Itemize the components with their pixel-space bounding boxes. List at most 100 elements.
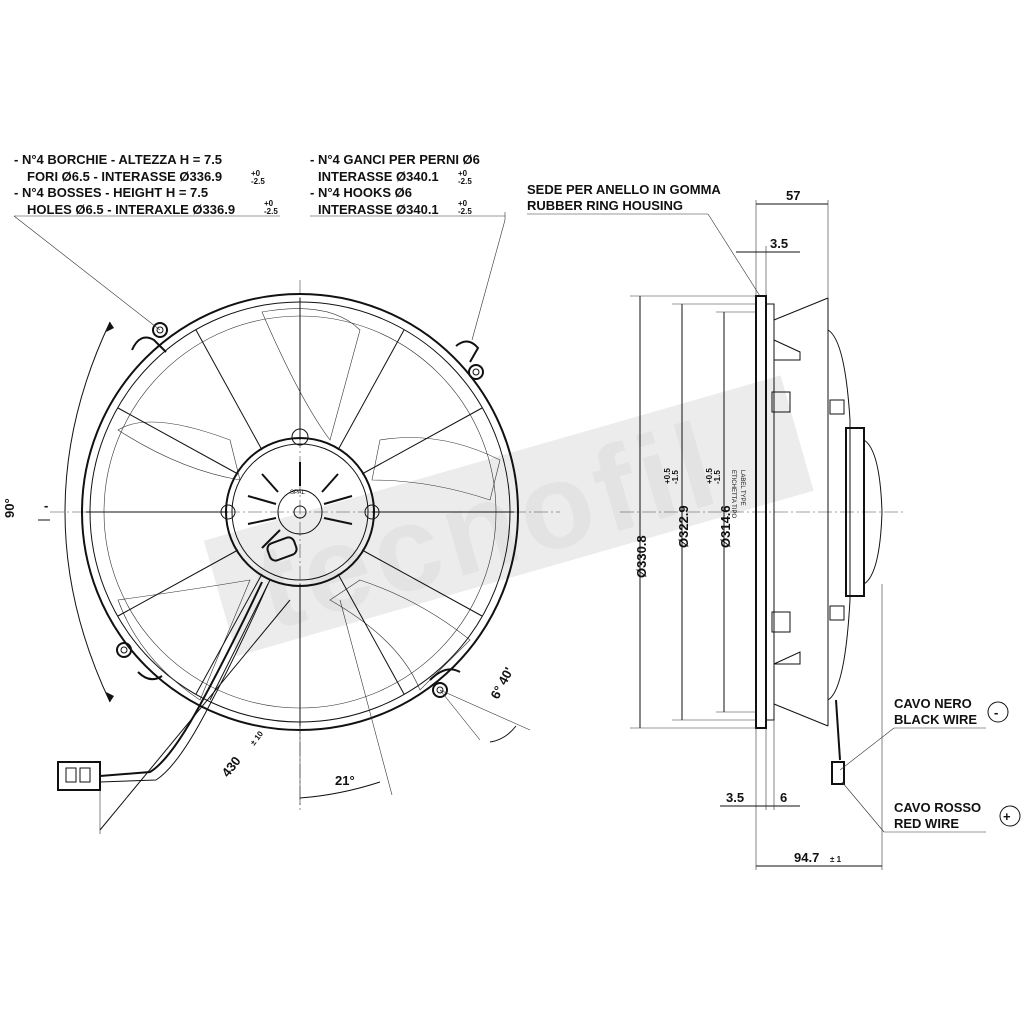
side-fan-profile (827, 329, 851, 701)
note-hooks-line4: INTERASSE Ø340.1 (318, 202, 439, 217)
side-motor-cap (863, 439, 883, 585)
dim-94-7: 94.7 (794, 850, 819, 865)
front-view: SPAL (50, 280, 560, 810)
side-dimensions: Ø330.8 Ø322.9 +0.5 -1.5 Ø314.6 +0.5 -1.5… (630, 188, 883, 870)
side-wire (835, 699, 841, 761)
power-cable-outline (99, 583, 269, 783)
bosses (116, 322, 484, 698)
dim-57: 57 (786, 188, 800, 203)
dim-cable-tol: ± 10 (248, 729, 265, 747)
svg-text:-1.5: -1.5 (671, 470, 680, 484)
red-wire-en: RED WIRE (894, 816, 959, 831)
side-wire-terminal (831, 761, 845, 785)
motor-housing (225, 437, 375, 587)
dim-cable-line (99, 599, 291, 831)
motor-housing-inner (231, 443, 369, 581)
motor-shaft-cap (277, 489, 323, 535)
motor-shaft (293, 505, 307, 519)
note-hooks-line2: INTERASSE Ø340.1 (318, 169, 439, 184)
dim-d314: Ø314.6 (718, 505, 733, 548)
svg-text:+0: +0 (264, 199, 274, 208)
dim-arc-90 (64, 321, 111, 703)
label-type-line2: LABEL TYPE (739, 470, 745, 506)
dim-d330: Ø330.8 (634, 535, 649, 578)
svg-text:+0.5: +0.5 (705, 468, 714, 484)
svg-text:-2.5: -2.5 (251, 177, 265, 186)
minus-sign: - (994, 705, 998, 720)
side-bracket-top (773, 339, 801, 361)
note-bosses-line1: - N°4 BORCHIE - ALTEZZA H = 7.5 (14, 152, 222, 167)
note-rubber-ring: SEDE PER ANELLO IN GOMMA RUBBER RING HOU… (527, 182, 761, 297)
note-rubber-ring-en: RUBBER RING HOUSING (527, 198, 683, 213)
svg-text:+0.5: +0.5 (663, 468, 672, 484)
motor-ear-left (220, 504, 236, 520)
note-hooks-line1: - N°4 GANCI PER PERNI Ø6 (310, 152, 480, 167)
dim-3-5-bottom: 3.5 (726, 790, 744, 805)
svg-text:+0: +0 (458, 199, 468, 208)
note-red-wire: CAVO ROSSO RED WIRE + (841, 781, 1021, 833)
motor-ear-top (291, 428, 309, 446)
dim-3-5-top: 3.5 (770, 236, 788, 251)
power-cable (99, 581, 263, 777)
boss-bottom-right (432, 682, 448, 698)
cable-connector (57, 761, 101, 791)
side-clip-top (771, 391, 791, 413)
svg-text:-2.5: -2.5 (458, 207, 472, 216)
boss-top-right (468, 364, 484, 380)
blade (117, 421, 241, 481)
red-wire-it: CAVO ROSSO (894, 800, 981, 815)
dim-94-7-tol: ± 1 (830, 855, 842, 864)
note-bosses: - N°4 BORCHIE - ALTEZZA H = 7.5 FORI Ø6.… (14, 152, 278, 217)
note-hooks-line3: - N°4 HOOKS Ø6 (310, 185, 412, 200)
note-rubber-ring-it: SEDE PER ANELLO IN GOMMA (527, 182, 721, 197)
hooks (131, 336, 480, 681)
minus-circle-icon (987, 701, 1009, 723)
note-bosses-line4: HOLES Ø6.5 - INTERAXLE Ø336.9 (27, 202, 235, 217)
dim-6: 6 (780, 790, 787, 805)
blade (261, 308, 361, 441)
watermark-text: tecnofil (241, 396, 734, 656)
note-bosses-line2: FORI Ø6.5 - INTERASSE Ø336.9 (27, 169, 222, 184)
plus-sign: + (1003, 809, 1011, 824)
side-motor-body (845, 427, 865, 597)
side-view: ETICHETTA TIPO LABEL TYPE (620, 295, 905, 785)
svg-text:+0: +0 (251, 169, 261, 178)
svg-text:-2.5: -2.5 (458, 177, 472, 186)
dim-21: 21° (335, 773, 355, 788)
dim-6-40: 6° 40' (487, 665, 516, 702)
hook-bottom-right (429, 668, 461, 681)
side-clip-bottom (771, 611, 791, 633)
boss-bottom-left (116, 642, 132, 658)
svg-text:-2.5: -2.5 (264, 207, 278, 216)
svg-text:+0: +0 (458, 169, 468, 178)
dim-d322: Ø322.9 (676, 505, 691, 548)
hub-label: SPAL (290, 490, 306, 496)
hub-cable-gland (266, 536, 298, 562)
motor-ear-right (364, 504, 380, 520)
shroud-spokes (86, 298, 514, 726)
hook-top-left (131, 336, 167, 353)
note-bosses-line3: - N°4 BOSSES - HEIGHT H = 7.5 (14, 185, 208, 200)
svg-text:-1.5: -1.5 (713, 470, 722, 484)
blade (117, 579, 251, 701)
black-wire-it: CAVO NERO (894, 696, 972, 711)
boss-top-left (152, 322, 168, 338)
plus-circle-icon (999, 805, 1021, 827)
side-bracket-bottom (773, 651, 801, 665)
watermark-band (203, 375, 814, 657)
dim-arc-21 (299, 781, 381, 799)
note-black-wire: CAVO NERO BLACK WIRE - (839, 696, 1009, 771)
black-wire-en: BLACK WIRE (894, 712, 977, 727)
hook-top-right (455, 340, 480, 363)
dim-cable-length: 430 (219, 754, 244, 780)
dim-90: 90° (2, 498, 17, 518)
note-hooks: - N°4 GANCI PER PERNI Ø6 INTERASSE Ø340.… (310, 152, 480, 217)
hook-bottom-left (137, 671, 163, 681)
blade (329, 579, 471, 691)
motor-cooling-fins (247, 462, 353, 549)
label-type-line1: ETICHETTA TIPO (730, 470, 736, 518)
dim-minus: - (44, 498, 48, 513)
note-leaders (13, 212, 506, 341)
